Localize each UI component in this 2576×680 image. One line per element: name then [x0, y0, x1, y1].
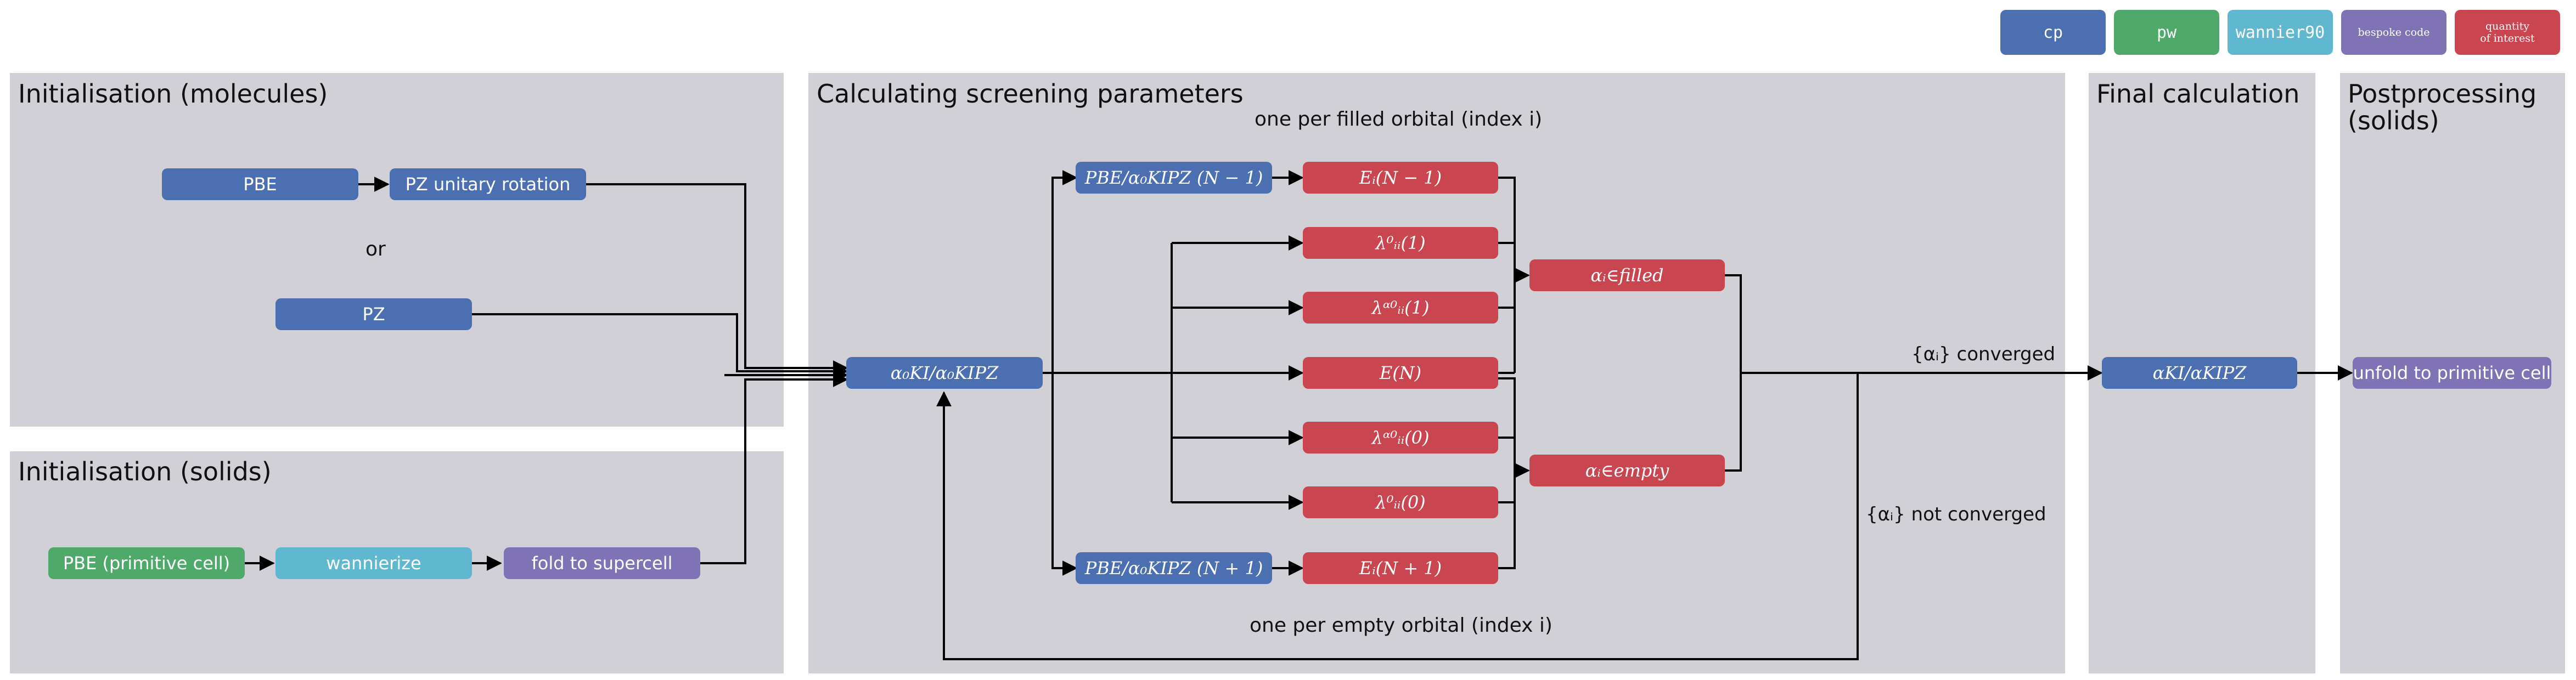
- wannierize-box: wannierize: [275, 547, 472, 579]
- pbe-box: PBE: [162, 168, 358, 200]
- panel-init-molecules: [10, 73, 784, 427]
- unfold-primitive-box: unfold to primitive cell: [2353, 357, 2551, 389]
- converged-label: {αᵢ} converged: [1911, 343, 2056, 365]
- legend-wannier90: wannier90: [2228, 10, 2333, 55]
- fold-supercell-box: fold to supercell: [504, 547, 700, 579]
- legend-quantity-line2: of interest: [2480, 32, 2535, 44]
- e-n-box: E(N): [1303, 357, 1498, 389]
- panel-title-init-molecules: Initialisation (molecules): [18, 79, 328, 109]
- filled-orbital-note: one per filled orbital (index i): [1255, 108, 1543, 131]
- pz-box: PZ: [275, 298, 472, 330]
- legend-cp: cp: [2000, 10, 2106, 55]
- alpha-ki-box: αKI/αKIPZ: [2102, 357, 2297, 389]
- alpha-empty-box: αᵢ∈empty: [1529, 455, 1725, 486]
- pbe-n-plus-1-box: PBE/α₀KIPZ (N + 1): [1076, 552, 1272, 584]
- panel-title-final: Final calculation: [2096, 79, 2300, 109]
- legend-wannier90-label: wannier90: [2235, 22, 2325, 42]
- alpha0-ki-box: α₀KI/α₀KIPZ: [846, 357, 1043, 389]
- pz-rotation-box: PZ unitary rotation: [390, 168, 586, 200]
- not-converged-label: {αᵢ} not converged: [1866, 503, 2046, 525]
- legend-bespoke: bespoke code: [2341, 10, 2446, 55]
- panel-title-post-line1: Postprocessing: [2348, 79, 2537, 109]
- lambda0-1-box: λ⁰ᵢᵢ(1): [1303, 227, 1498, 259]
- pbe-n-minus-1-box: PBE/α₀KIPZ (N − 1): [1076, 162, 1272, 194]
- or-label: or: [365, 238, 386, 260]
- legend-bespoke-label: bespoke code: [2358, 26, 2430, 38]
- panel-title-init-solids: Initialisation (solids): [18, 457, 272, 486]
- panel-title-post-line2: (solids): [2348, 106, 2439, 135]
- legend-cp-label: cp: [2043, 22, 2063, 42]
- ei-n-plus-1-box: Eᵢ(N + 1): [1303, 552, 1498, 584]
- legend-pw: pw: [2114, 10, 2219, 55]
- alpha-filled-box: αᵢ∈filled: [1529, 259, 1725, 291]
- legend-quantity: quantity of interest: [2455, 10, 2560, 55]
- panel-title-screening: Calculating screening parameters: [817, 79, 1244, 109]
- empty-orbital-note: one per empty orbital (index i): [1250, 614, 1553, 637]
- lambda-alpha0-0-box: λᵅ⁰ᵢᵢ(0): [1303, 422, 1498, 454]
- ei-n-minus-1-box: Eᵢ(N − 1): [1303, 162, 1498, 194]
- lambda0-0-box: λ⁰ᵢᵢ(0): [1303, 486, 1498, 518]
- legend-pw-label: pw: [2156, 22, 2177, 42]
- legend-quantity-line1: quantity: [2485, 20, 2530, 32]
- lambda-alpha0-1-box: λᵅ⁰ᵢᵢ(1): [1303, 292, 1498, 324]
- pbe-primitive-box: PBE (primitive cell): [48, 547, 245, 579]
